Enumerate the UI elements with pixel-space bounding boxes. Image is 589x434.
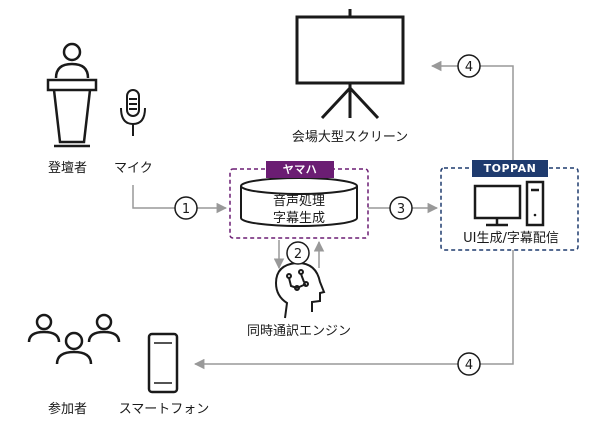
participants-label: 参加者 bbox=[48, 402, 88, 417]
toppan-tag: TOPPAN bbox=[472, 160, 548, 177]
screen-label: 会場大型スクリーン bbox=[291, 130, 409, 145]
step-3-circle bbox=[389, 196, 413, 220]
step-2-circle bbox=[286, 241, 310, 265]
step-1-circle bbox=[174, 196, 198, 220]
yamaha-tag: ヤマハ bbox=[266, 161, 334, 178]
mic-label: マイク bbox=[114, 161, 153, 176]
ai-head-icon bbox=[274, 261, 326, 319]
step-1-label: 1 bbox=[182, 202, 190, 217]
translation-engine-label: 同時通訳エンジン bbox=[246, 324, 351, 339]
step-3-label: 3 bbox=[397, 202, 405, 217]
arrow-toppan-to-screen bbox=[430, 60, 514, 168]
process-label-line1: 音声処理 bbox=[272, 194, 325, 209]
participants-icon bbox=[27, 313, 121, 365]
step-4a-circle bbox=[457, 54, 481, 78]
step-4b-circle bbox=[457, 352, 481, 376]
arrow-toppan-to-phone bbox=[193, 250, 514, 370]
smartphone-icon bbox=[147, 332, 179, 394]
step-4a-label: 4 bbox=[465, 60, 473, 75]
step-2-label: 2 bbox=[294, 247, 302, 262]
speaker-podium-icon bbox=[46, 42, 98, 148]
computer-icon bbox=[473, 180, 545, 227]
step-4b-label: 4 bbox=[465, 358, 473, 373]
process-label-line2: 字幕生成 bbox=[272, 211, 325, 226]
microphone-icon bbox=[120, 89, 146, 136]
step-circles bbox=[174, 54, 481, 376]
speaker-label: 登壇者 bbox=[48, 161, 88, 176]
projection-screen-icon bbox=[295, 9, 405, 120]
processing-cylinder bbox=[240, 177, 358, 227]
toppan-caption: UI生成/字幕配信 bbox=[463, 231, 559, 246]
smartphone-label: スマートフォン bbox=[118, 402, 210, 417]
